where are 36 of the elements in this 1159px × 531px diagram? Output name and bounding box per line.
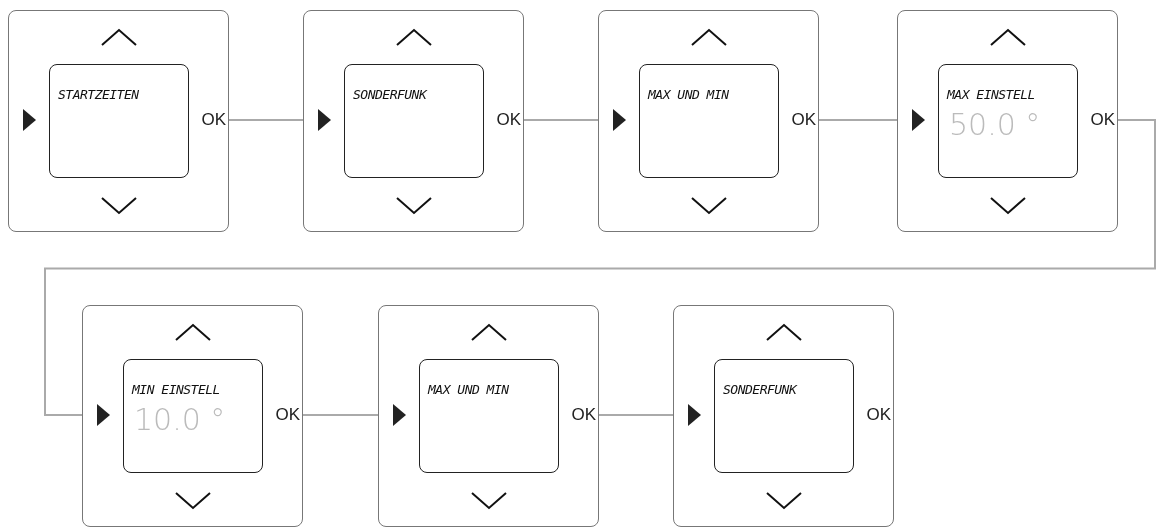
button-label: OK [1090, 110, 1115, 130]
display-screen [714, 359, 854, 473]
device-panel [303, 10, 524, 232]
display-screen [938, 64, 1078, 178]
display-text: MIN EINSTELL [132, 382, 220, 397]
display-screen [639, 64, 779, 178]
device-panel [673, 305, 894, 527]
button-label: OK [496, 110, 521, 130]
display-value: 10.0 ° [134, 402, 226, 437]
button-label: OK [201, 110, 226, 130]
display-screen [123, 359, 263, 473]
connector-line [228, 119, 304, 121]
display-text: SONDERFUNK [723, 382, 797, 397]
button-label: OK [791, 110, 816, 130]
display-screen [419, 359, 559, 473]
display-text: MAX UND MIN [428, 382, 509, 397]
button-label: OK [275, 405, 300, 425]
display-value: 50.0 ° [949, 107, 1041, 142]
device-panel [8, 10, 229, 232]
connector-line [523, 119, 599, 121]
display-screen [344, 64, 484, 178]
display-text: SONDERFUNK [353, 87, 427, 102]
device-panel [598, 10, 819, 232]
button-label: OK [866, 405, 891, 425]
device-panel [378, 305, 599, 527]
display-screen [49, 64, 189, 178]
device-panel [897, 10, 1118, 232]
display-text: MAX EINSTELL [947, 87, 1035, 102]
display-text: STARTZEITEN [58, 87, 139, 102]
button-label: OK [571, 405, 596, 425]
connector-line [44, 119, 1156, 416]
device-panel [82, 305, 303, 527]
connector-line [818, 119, 898, 121]
connector-line [302, 414, 379, 416]
display-text: MAX UND MIN [648, 87, 729, 102]
connector-line [598, 414, 674, 416]
